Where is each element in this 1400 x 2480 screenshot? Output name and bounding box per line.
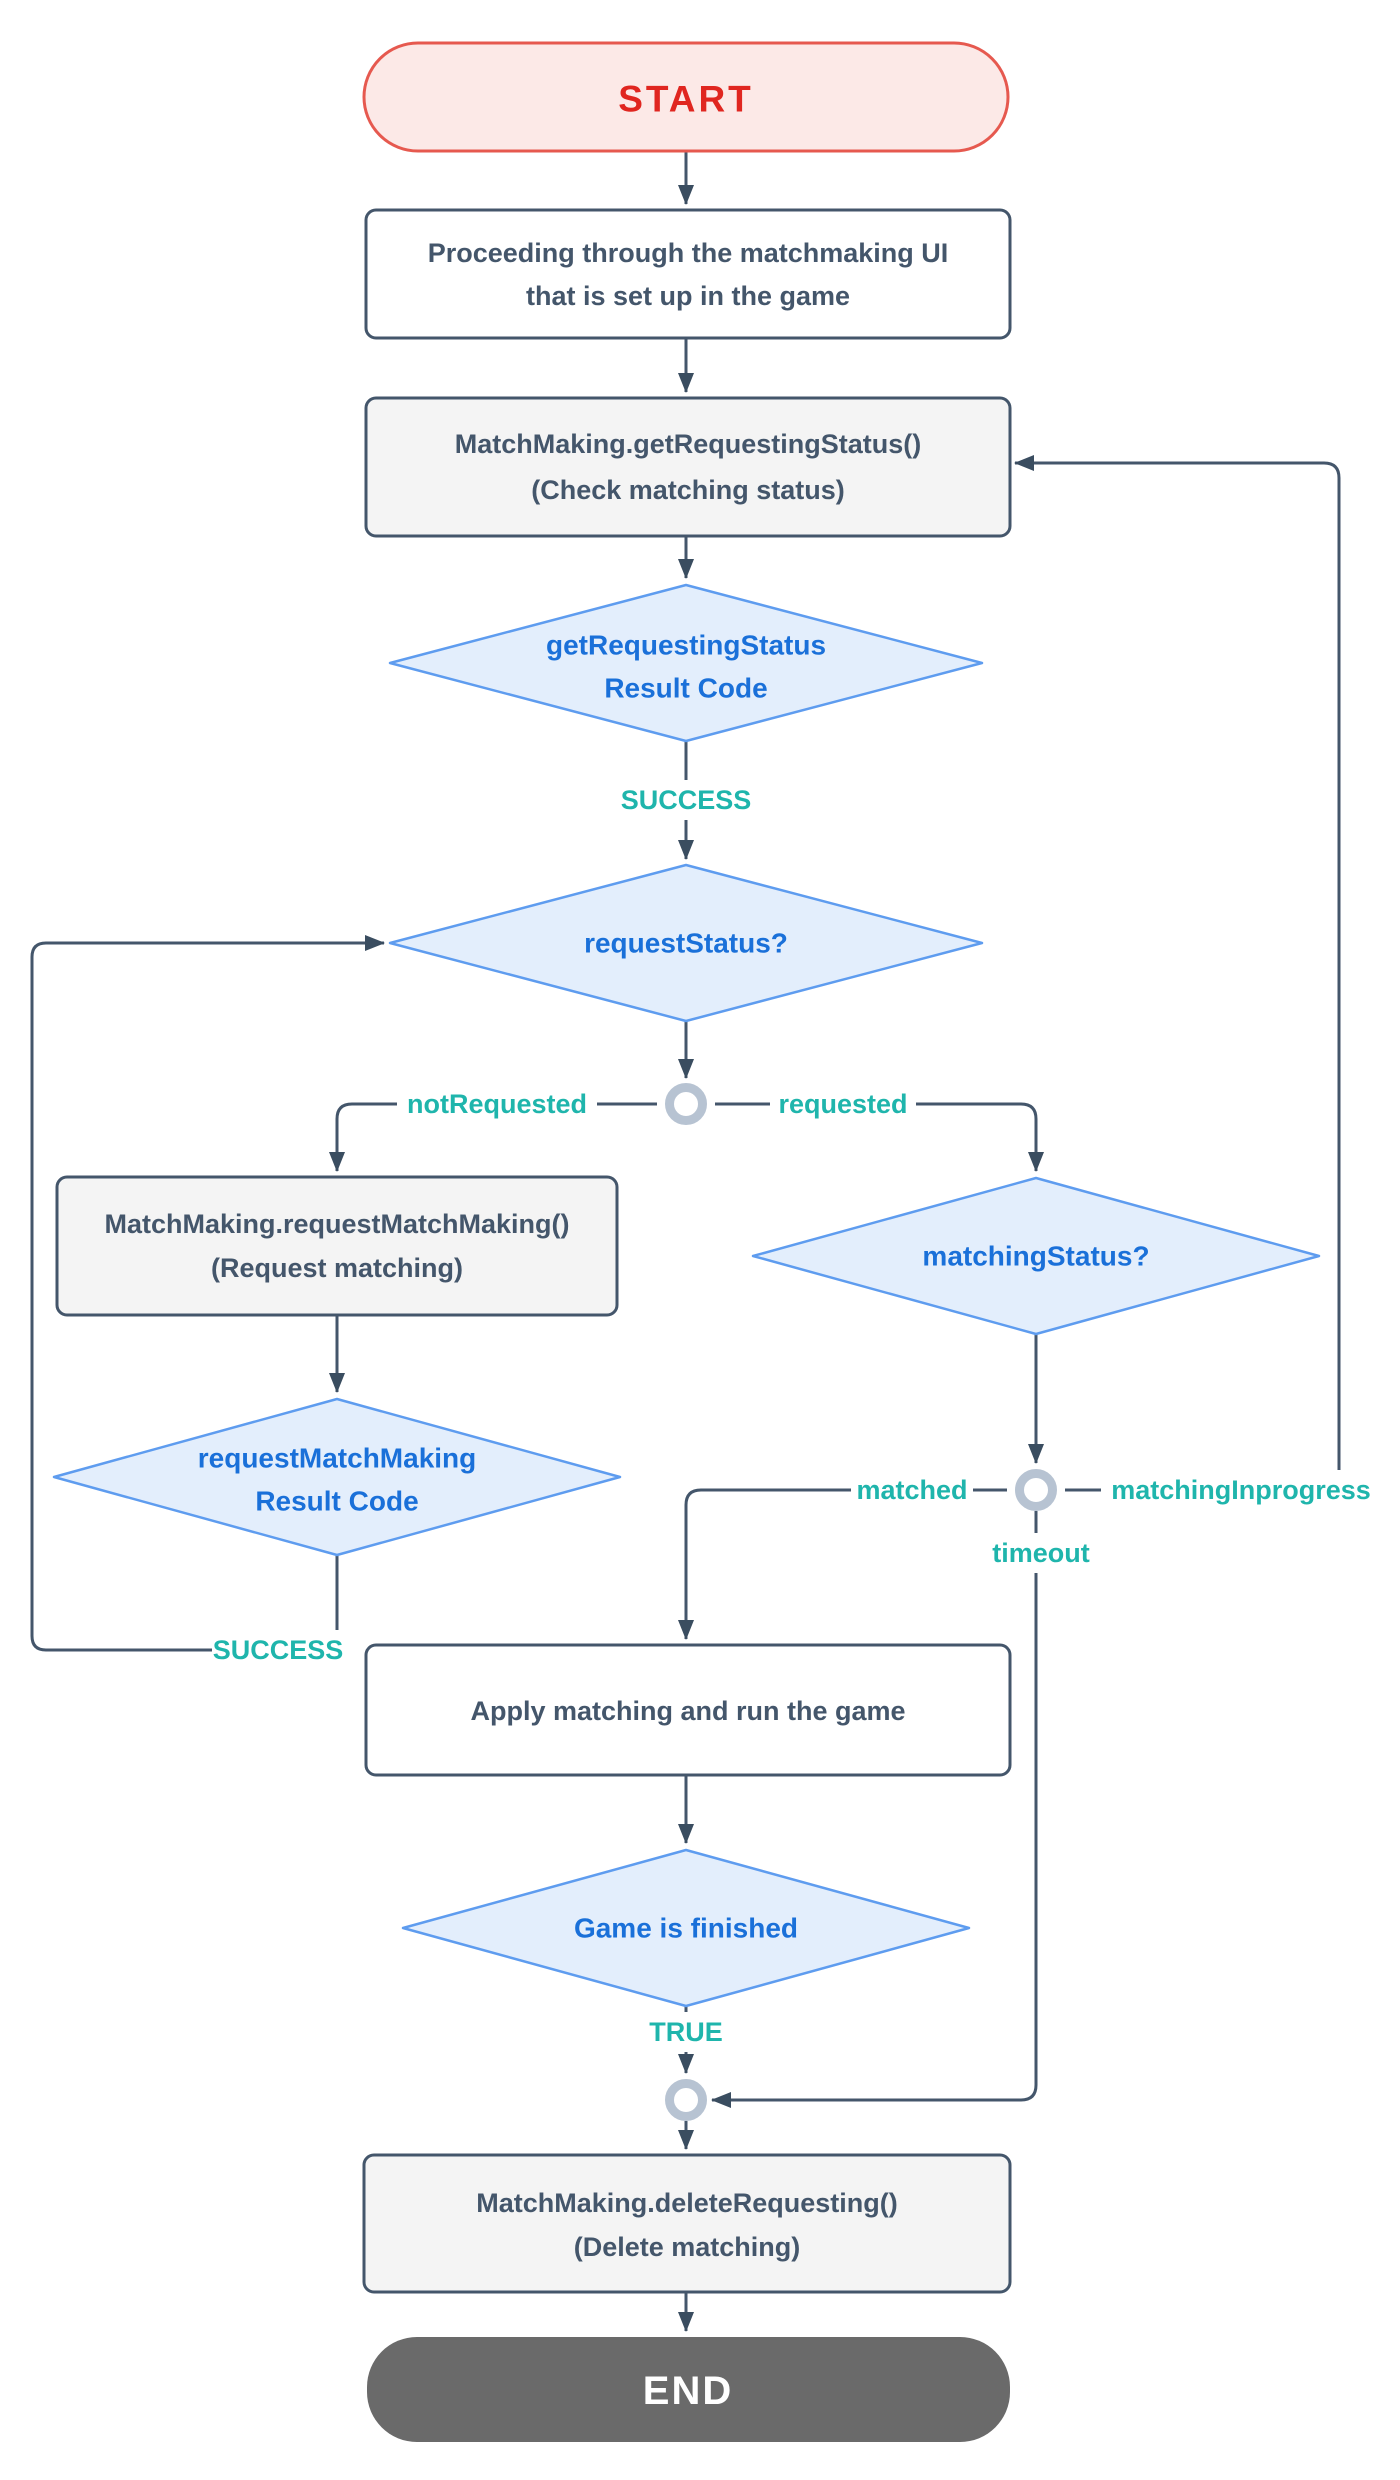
node-start: START (362, 41, 1010, 153)
edge-matchinginprogress-loop (1014, 455, 1341, 1492)
requeststatus-label: requestStatus? (584, 928, 788, 959)
getstatus-box-shape (364, 396, 1012, 538)
start-pill-shape (362, 41, 1010, 153)
requestmm-result-line1: requestMatchMaking (198, 1443, 477, 1474)
edge-label-timeout: timeout (992, 1538, 1090, 1568)
requestmm-box-shape (55, 1175, 619, 1317)
matchingstatus-diamond-shape (751, 1176, 1321, 1336)
label-bg (1101, 1470, 1381, 1510)
gamefinished-diamond-shape (401, 1848, 971, 2008)
edge-requested (715, 1102, 1044, 1172)
label-bg (212, 1630, 344, 1670)
decision-request-status: requestStatus? (388, 863, 984, 1023)
requestmm-result-diamond-shape (52, 1397, 622, 1557)
edge-timeout (711, 1511, 1038, 2108)
node-delete-requesting: MatchMaking.deleteRequesting() (Delete m… (362, 2153, 1012, 2294)
end-label: END (643, 2369, 733, 2413)
node-get-requesting-status: MatchMaking.getRequestingStatus() (Check… (364, 396, 1012, 538)
requestmm-line1: MatchMaking.requestMatchMaking() (104, 1209, 569, 1239)
edge-label-notrequested: notRequested (407, 1089, 587, 1119)
end-pill-shape (367, 2337, 1010, 2442)
proceed-box-shape (364, 208, 1012, 340)
label-bg (851, 1470, 973, 1510)
decision-get-requesting-status-result: getRequestingStatus Result Code (388, 583, 984, 743)
delete-line2: (Delete matching) (574, 2232, 801, 2262)
edge-label-matched: matched (856, 1475, 967, 1505)
proceed-line2: that is set up in the game (526, 281, 850, 311)
edge-label-matchinginprogress: matchingInprogress (1111, 1475, 1371, 1505)
requeststatus-diamond-shape (388, 863, 984, 1023)
edge-label-success-top: SUCCESS (621, 785, 752, 815)
decision-game-finished: Game is finished (401, 1848, 971, 2008)
edge-label-requested: requested (778, 1089, 907, 1119)
node-proceed-ui: Proceeding through the matchmaking UI th… (364, 208, 1012, 340)
requestmm-line2: (Request matching) (211, 1253, 463, 1283)
decision-matching-status: matchingStatus? (751, 1176, 1321, 1336)
start-label: START (618, 79, 754, 120)
edge-matched (678, 1488, 1007, 1640)
node-end: END (367, 2337, 1010, 2442)
node-request-matchmaking: MatchMaking.requestMatchMaking() (Reques… (55, 1175, 619, 1317)
apply-label: Apply matching and run the game (470, 1696, 905, 1726)
proceed-line1: Proceeding through the matchmaking UI (428, 238, 949, 268)
requestmm-result-line2: Result Code (255, 1486, 418, 1517)
getstatus-result-line1: getRequestingStatus (546, 630, 826, 661)
edge-labels: SUCCESS notRequested requested SUCCESS m… (212, 780, 1381, 2052)
branch-connector-circle-2 (1015, 1469, 1057, 1511)
delete-box-shape (362, 2153, 1012, 2294)
label-bg (770, 1084, 916, 1124)
label-bg (397, 1084, 597, 1124)
edge-notrequested (329, 1102, 657, 1172)
edge-label-true: TRUE (649, 2017, 723, 2047)
getstatus-line2: (Check matching status) (531, 475, 845, 505)
getstatus-result-diamond-shape (388, 583, 984, 743)
matchingstatus-label: matchingStatus? (922, 1241, 1149, 1272)
gamefinished-label: Game is finished (574, 1913, 798, 1944)
label-bg (985, 1533, 1097, 1573)
getstatus-line1: MatchMaking.getRequestingStatus() (455, 429, 922, 459)
label-bg (621, 780, 751, 820)
decision-request-matchmaking-result: requestMatchMaking Result Code (52, 1397, 622, 1557)
merge-connector-circle (665, 2079, 707, 2121)
branch-connector-circle-1 (665, 1083, 707, 1125)
getstatus-result-line2: Result Code (604, 673, 767, 704)
node-apply-matching: Apply matching and run the game (364, 1643, 1012, 1777)
label-bg (646, 2012, 726, 2052)
delete-line1: MatchMaking.deleteRequesting() (476, 2188, 898, 2218)
apply-box-shape (364, 1643, 1012, 1777)
edge-label-success-loop: SUCCESS (213, 1635, 344, 1665)
